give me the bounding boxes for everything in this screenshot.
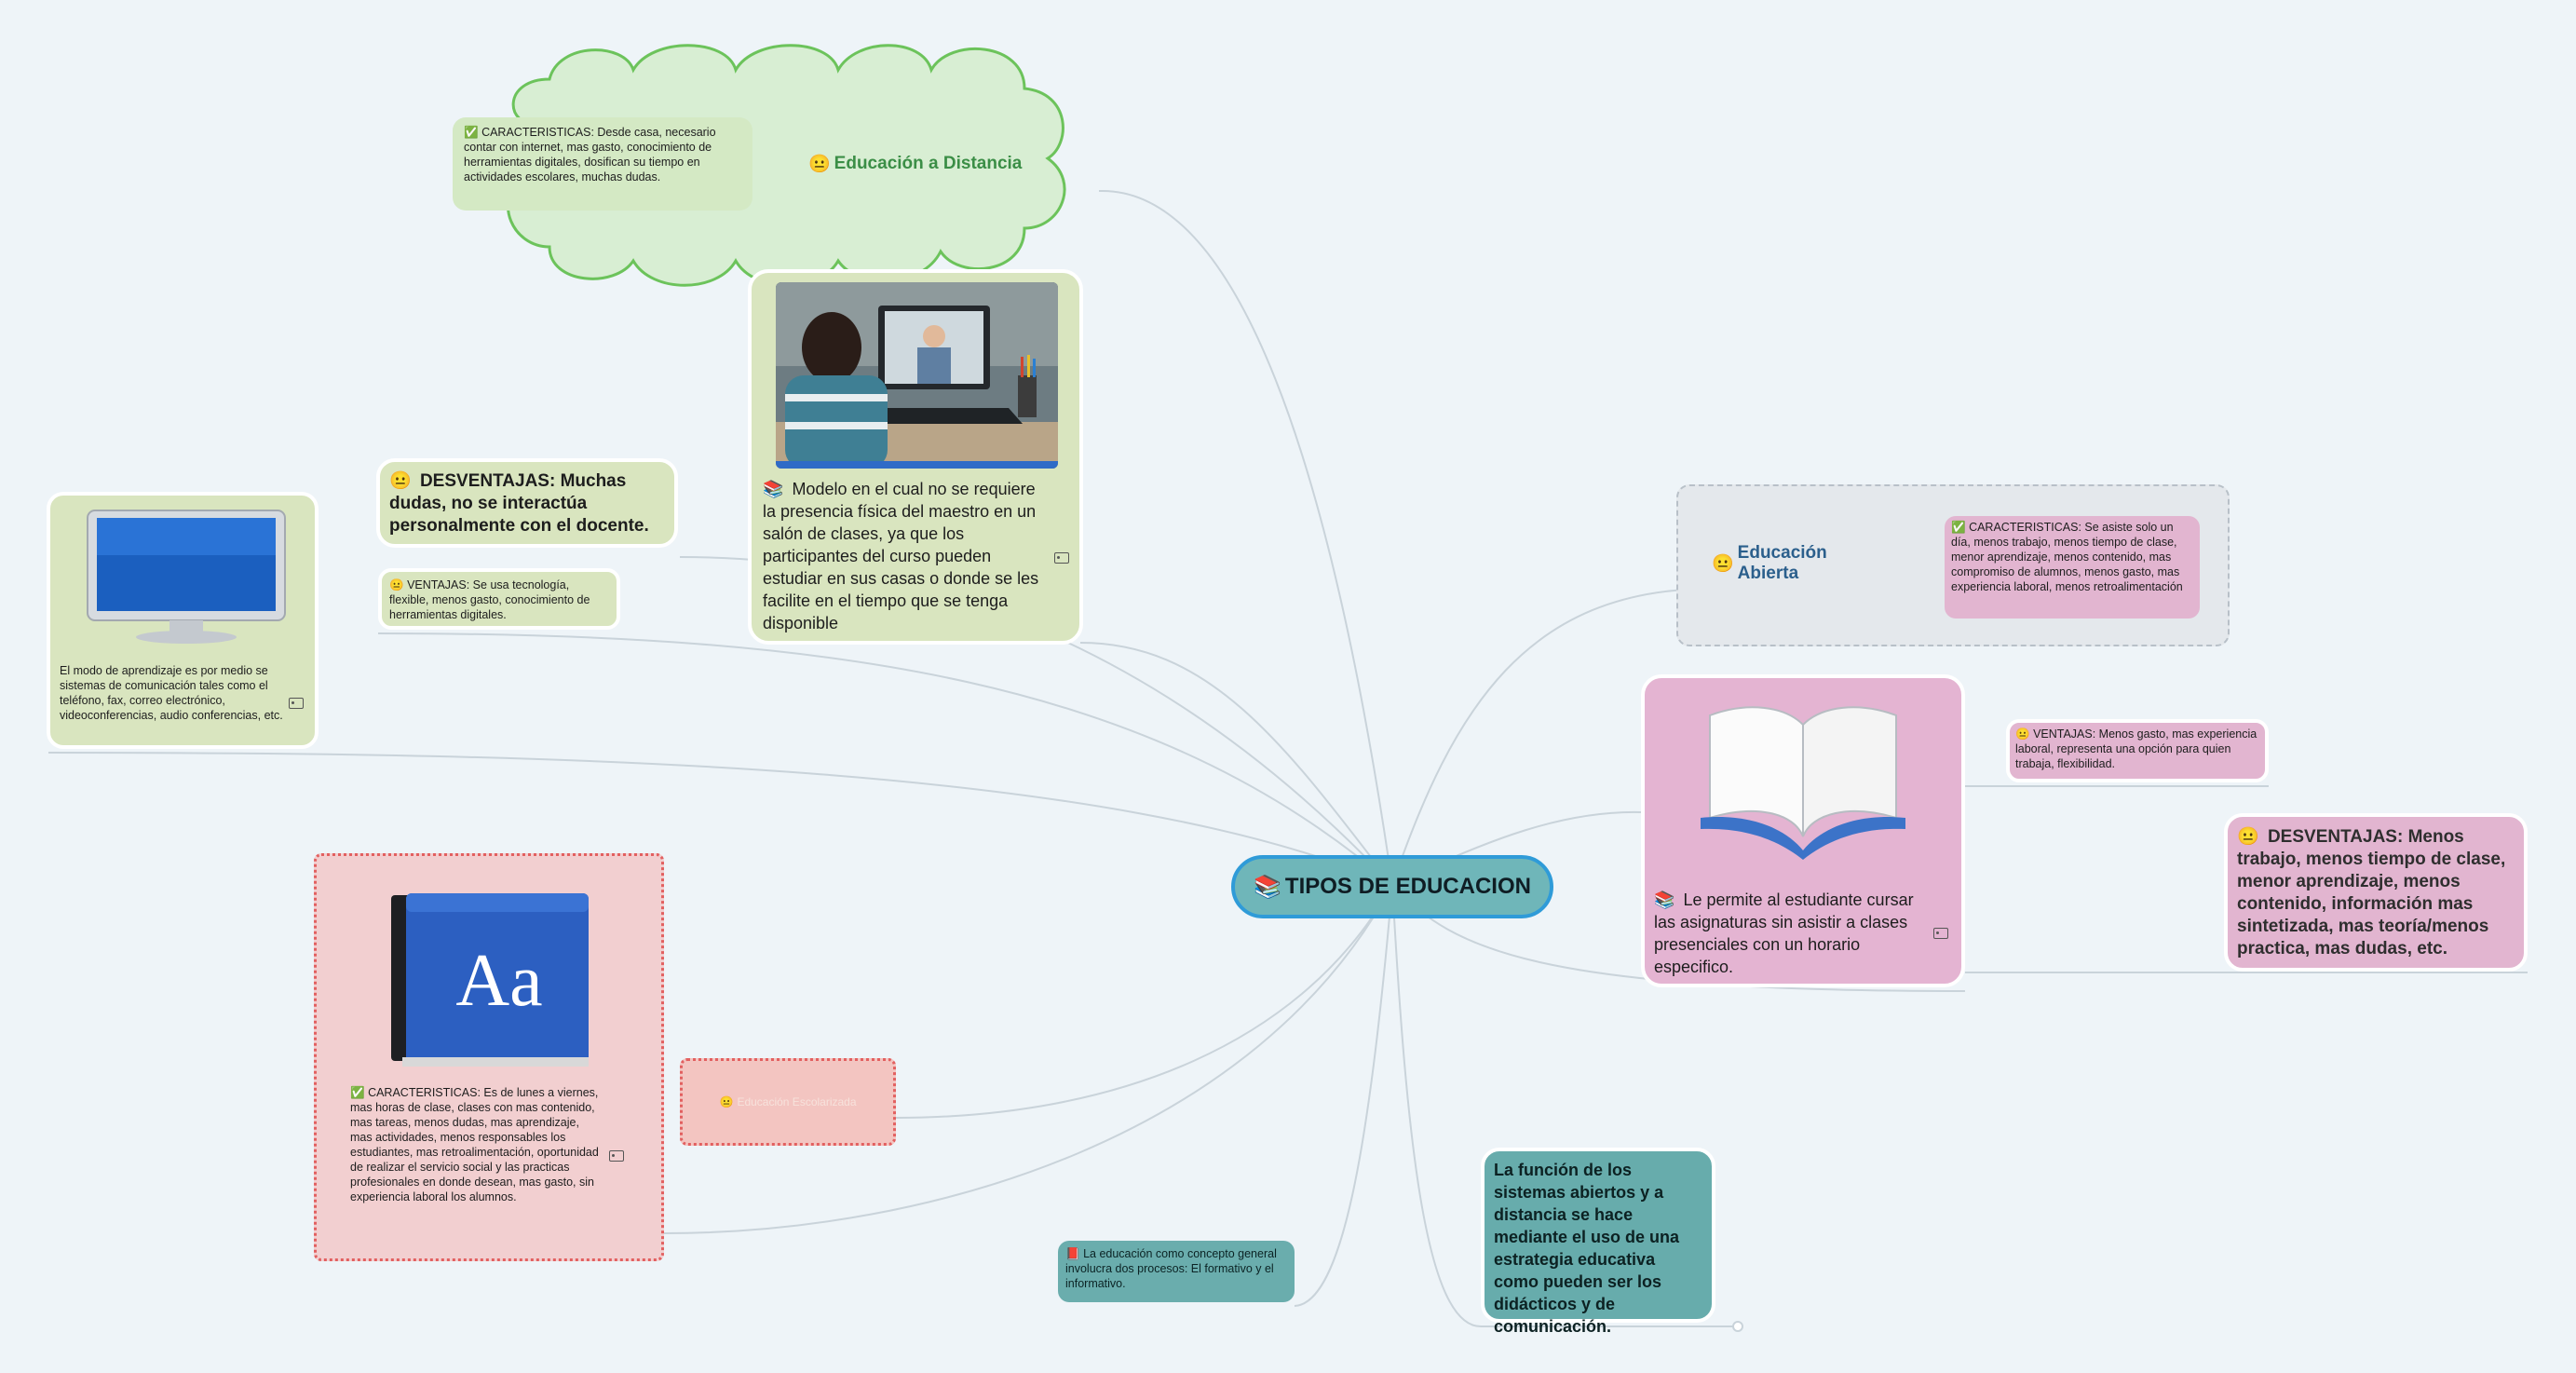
distance-disadvantages-node[interactable]: 😐 DESVENTAJAS: Muchas dudas, no se inter… — [376, 458, 678, 548]
neutral-face-icon: 😐 — [389, 578, 404, 591]
open-advantages-node[interactable]: 😐 VENTAJAS: Menos gasto, mas experiencia… — [2006, 719, 2269, 782]
concept-node[interactable]: 📕 La educación como concepto general inv… — [1058, 1241, 1295, 1302]
books-icon: 📚 — [763, 480, 784, 498]
books-icon: 📚 — [1654, 890, 1675, 909]
school-characteristics-wrap: ✅ CARACTERISTICAS: Es de lunes a viernes… — [350, 1085, 602, 1204]
communication-systems-node[interactable]: El modo de aprendizaje es por medio se s… — [47, 492, 319, 749]
image-icon[interactable] — [1933, 928, 1948, 939]
cloud-boundary — [501, 44, 1066, 287]
books-icon: 📚 — [1254, 874, 1281, 900]
open-disadvantages-node[interactable]: 😐 DESVENTAJAS: Menos trabajo, menos tiem… — [2224, 813, 2528, 972]
school-education-main-node[interactable]: Aa ✅ CARACTERISTICAS: Es de lunes a vier… — [314, 853, 664, 1261]
monitor-image — [87, 510, 286, 644]
student-video-call-image — [776, 282, 1058, 469]
central-topic-label: TIPOS DE EDUCACION — [1284, 874, 1531, 899]
open-characteristics-text: CARACTERISTICAS: Se asiste solo un día, … — [1951, 521, 2183, 593]
neutral-face-icon: 😐 — [389, 471, 412, 491]
function-node[interactable]: La función de los sistemas abiertos y a … — [1481, 1148, 1715, 1336]
distance-advantages-node[interactable]: 😐 VENTAJAS: Se usa tecnología, flexible,… — [378, 568, 620, 630]
open-disadvantages-text: DESVENTAJAS: Menos trabajo, menos tiempo… — [2237, 827, 2506, 958]
neutral-face-icon: 😐 — [2237, 827, 2259, 847]
open-education-main-node[interactable]: 📚 Le permite al estudiante cursar las as… — [1641, 674, 1965, 987]
distance-education-label: Educación a Distancia — [834, 154, 1023, 173]
link-advantages — [377, 632, 1393, 886]
open-education-topic[interactable]: 😐 Educación Abierta — [1712, 543, 1889, 583]
image-icon[interactable] — [1054, 552, 1069, 564]
school-characteristics-text: CARACTERISTICAS: Es de lunes a viernes, … — [350, 1086, 599, 1203]
distance-characteristics-text: CARACTERISTICAS: Desde casa, necesario c… — [464, 126, 716, 184]
open-education-label: Educación Abierta — [1737, 543, 1827, 583]
neutral-face-icon: 😐 — [1712, 554, 1734, 574]
neutral-face-icon: 😐 — [719, 1095, 734, 1108]
book-letters: Aa — [455, 940, 542, 1022]
open-advantages-text: VENTAJAS: Menos gasto, mas experiencia l… — [2015, 727, 2257, 770]
function-text: La función de los sistemas abiertos y a … — [1494, 1161, 1680, 1336]
check-icon: ✅ — [350, 1086, 365, 1099]
link-monitor — [47, 752, 1393, 886]
open-characteristics-node[interactable]: ✅ CARACTERISTICAS: Se asiste solo un día… — [1945, 516, 2200, 619]
dictionary-book-image: Aa — [391, 893, 589, 1067]
open-main-text-wrap: 📚 Le permite al estudiante cursar las as… — [1654, 889, 1933, 978]
image-icon[interactable] — [289, 698, 304, 709]
school-education-label: Educación Escolarizada — [737, 1095, 857, 1108]
neutral-face-icon: 😐 — [2015, 727, 2030, 741]
link-concept — [1294, 884, 1393, 1307]
school-education-topic[interactable]: 😐 Educación Escolarizada — [680, 1058, 896, 1146]
distance-model-node[interactable]: 📚 Modelo en el cual no se requiere la pr… — [748, 269, 1083, 645]
neutral-face-icon: 😐 — [808, 155, 831, 174]
distance-model-text-wrap: 📚 Modelo en el cual no se requiere la pr… — [763, 478, 1047, 634]
open-book-image — [1701, 706, 1905, 860]
image-icon[interactable] — [609, 1150, 624, 1162]
check-icon: ✅ — [1951, 521, 1966, 534]
check-icon: ✅ — [464, 126, 479, 139]
open-main-text: Le permite al estudiante cursar las asig… — [1654, 890, 1914, 976]
red-book-icon: 📕 — [1065, 1247, 1080, 1260]
distance-characteristics-node[interactable]: ✅ CARACTERISTICAS: Desde casa, necesario… — [453, 117, 752, 211]
communication-systems-text: El modo de aprendizaje es por medio se s… — [60, 664, 283, 722]
link-model — [1079, 642, 1393, 886]
link-school-label — [895, 884, 1393, 1119]
concept-text: La educación como concepto general invol… — [1065, 1247, 1277, 1290]
distance-model-text: Modelo en el cual no se requiere la pres… — [763, 480, 1039, 632]
distance-disadvantages-text: DESVENTAJAS: Muchas dudas, no se interac… — [389, 471, 649, 536]
distance-advantages-text: VENTAJAS: Se usa tecnología, flexible, m… — [389, 578, 590, 621]
link-distance — [1098, 189, 1393, 886]
central-topic[interactable]: 📚 TIPOS DE EDUCACION — [1231, 855, 1553, 918]
distance-education-topic[interactable]: 😐 Educación a Distancia — [808, 149, 1023, 179]
